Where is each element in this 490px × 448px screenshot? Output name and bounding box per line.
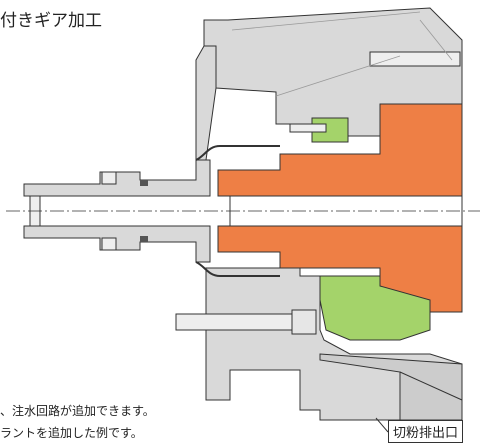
nozzle-collar-lower bbox=[101, 237, 117, 251]
description-notes: 、注水回路が追加できます。 ラントを追加した例です。 bbox=[0, 400, 155, 444]
seal-lower bbox=[140, 236, 148, 242]
bolt-upper bbox=[369, 51, 461, 67]
coolant-tube-lower bbox=[195, 261, 280, 277]
nozzle-collar-upper bbox=[101, 171, 117, 185]
coolant-tube-upper bbox=[195, 145, 280, 161]
chip-outlet-label: 切粉排出口 bbox=[388, 420, 464, 443]
diagram-title: 付きギア加工 bbox=[0, 11, 102, 31]
callout-leader bbox=[375, 417, 389, 433]
bracket-edge bbox=[399, 371, 463, 401]
note-line-2: ラントを追加した例です。 bbox=[0, 426, 143, 440]
hatch-2 bbox=[231, 11, 421, 31]
hatch-3 bbox=[275, 55, 401, 97]
flange-upper bbox=[195, 45, 217, 161]
seal-upper bbox=[140, 180, 148, 186]
bolt-lower-head bbox=[291, 309, 317, 335]
bolt-upper-small bbox=[289, 123, 327, 133]
hatch-1 bbox=[419, 19, 453, 61]
nozzle-upper bbox=[23, 159, 211, 197]
note-line-1: 、注水回路が追加できます。 bbox=[0, 404, 155, 418]
nozzle-lower bbox=[23, 225, 211, 263]
green-block-lower bbox=[319, 275, 431, 341]
